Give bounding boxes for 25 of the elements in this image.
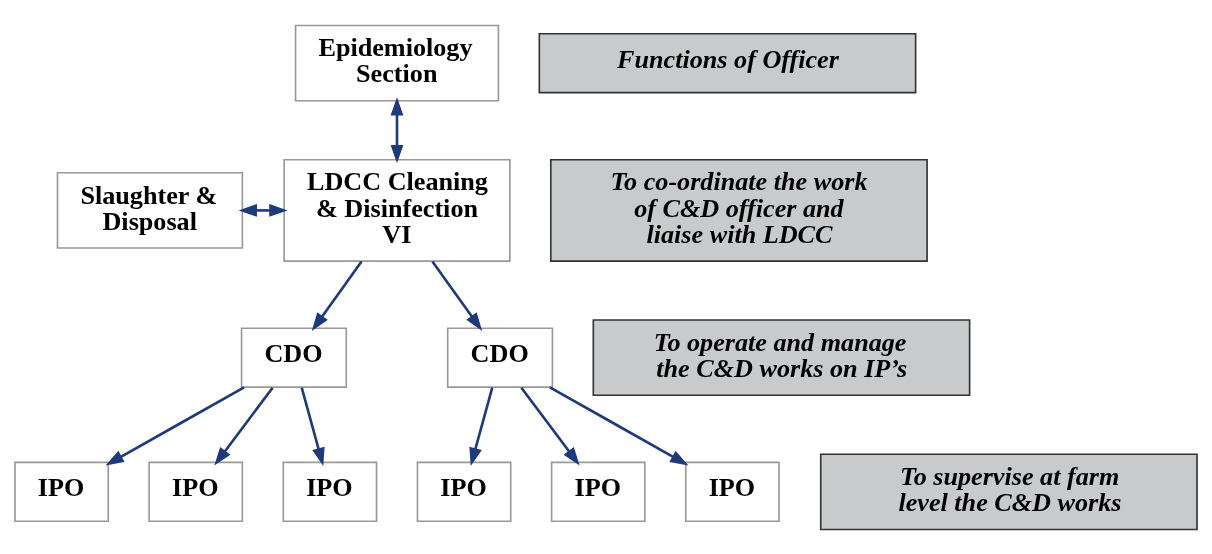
node-box: IPO (148, 461, 244, 522)
node-box: Functions of Officer (538, 32, 917, 93)
arrow (390, 96, 404, 163)
node-box: IPO (684, 461, 780, 522)
node-box: To supervise at farm level the C&D works (819, 452, 1198, 530)
node-box: To co-ordinate the work of C&D officer and liaise with LDCC (549, 158, 928, 262)
arrow (431, 260, 483, 331)
node-box: CDO (240, 326, 348, 388)
arrow (549, 385, 689, 465)
node-box: IPO (550, 461, 646, 522)
node-box: Epidemiology Section (294, 24, 500, 102)
arrow (300, 386, 325, 466)
arrow (214, 386, 274, 465)
node-box: LDCC Cleaning & Disinfection VI (283, 158, 511, 262)
node-box: IPO (282, 461, 378, 522)
node-box: To operate and manage the C&D works on IP’s (592, 318, 971, 396)
arrow (105, 385, 245, 465)
arrow (469, 386, 494, 466)
arrow (238, 203, 288, 217)
node-box: CDO (446, 326, 554, 388)
node-box: IPO (416, 461, 512, 522)
node-box: IPO (14, 461, 110, 522)
node-box: Slaughter & Disposal (56, 171, 244, 249)
arrow (520, 386, 580, 465)
arrow (311, 260, 363, 331)
